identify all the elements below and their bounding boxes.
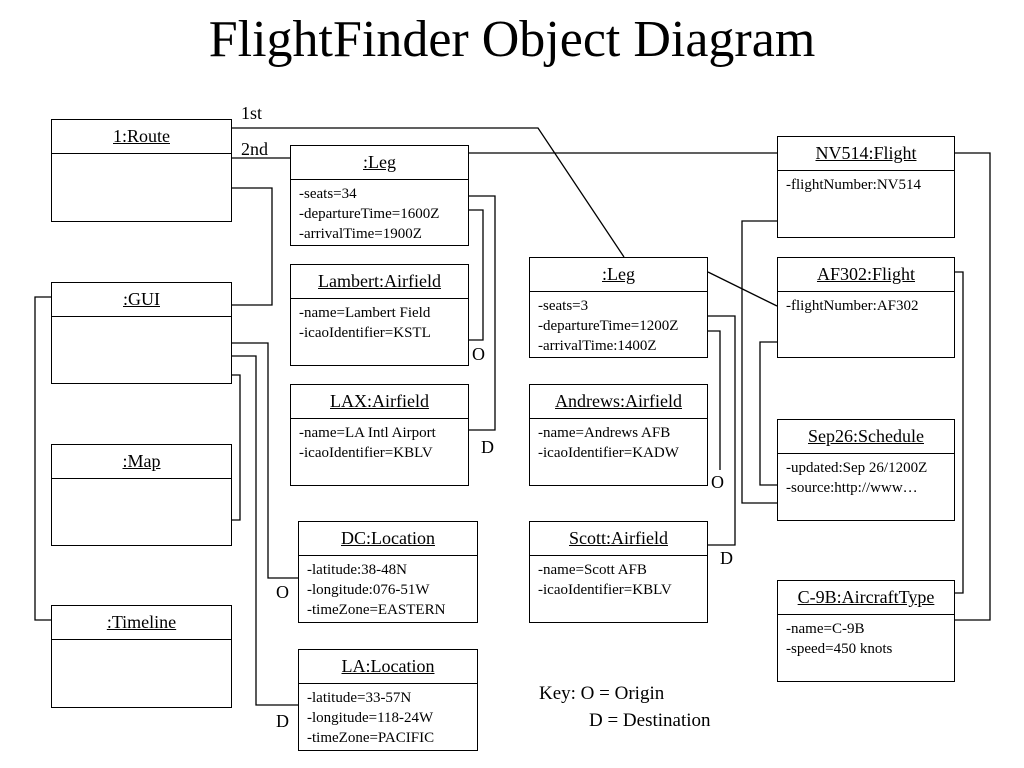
leg-2-seats: -seats=3 [538,298,589,314]
leg1-destination-label: D [481,437,494,457]
leg2-destination-label: D [720,548,733,568]
diagram-title: FlightFinder Object Diagram [208,11,816,68]
la-location-attributes: -latitude=33-57N -longitude=118-24W -tim… [299,684,477,748]
lambert-airfield-name: Lambert:Airfield [291,265,468,299]
map-object: :Map [51,444,232,546]
c9b-aircraft-type-name: C-9B:AircraftType [778,581,954,615]
dc-timezone-attr: -timeZone=EASTERN [307,602,446,618]
key-origin: Key: O = Origin [539,683,665,704]
andrews-airfield-name: Andrews:Airfield [530,385,707,419]
lambert-name-attr: -name=Lambert Field [299,305,431,321]
leg-object-1: :Leg -seats=34 -departureTime=1600Z -arr… [290,145,469,246]
timeline-object-name: :Timeline [52,606,231,640]
gui-dc-location-link [232,342,298,579]
leg1-destination-link [469,195,496,431]
route-gui-link [232,187,273,306]
af302-schedule-link [759,341,777,486]
scott-airfield-object: Scott:Airfield -name=Scott AFB -icaoIden… [529,521,708,623]
second-leg-label: 2nd [241,139,268,159]
key-destination: D = Destination [589,710,711,731]
nv514-flight-name: NV514:Flight [778,137,954,171]
dc-location-attributes: -latitude:38-48N -longitude:076-51W -tim… [299,556,477,620]
leg2-destination-link [708,315,736,546]
la-latitude-attr: -latitude=33-57N [307,690,412,706]
leg-object-2: :Leg -seats=3 -departureTime=1200Z -arri… [529,257,708,358]
sep26-schedule-attributes: -updated:Sep 26/1200Z -source:http://www… [778,454,954,498]
sep26-schedule-object: Sep26:Schedule -updated:Sep 26/1200Z -so… [777,419,955,521]
nv514-flight-object: NV514:Flight -flightNumber:NV514 [777,136,955,238]
dc-latitude-attr: -latitude:38-48N [307,562,407,578]
route-object-name: 1:Route [52,120,231,154]
leg1-origin-link [469,209,484,341]
lambert-icao-attr: -icaoIdentifier=KSTL [299,325,431,341]
nv514-aircraft-link [955,152,991,621]
nv514-schedule-link [741,220,777,504]
andrews-name-attr: -name=Andrews AFB [538,425,671,441]
route-first-leg-link [232,127,625,258]
leg-1-seats: -seats=34 [299,186,357,202]
first-leg-label: 1st [241,103,263,123]
leg-object-2-attributes: -seats=3 -departureTime=1200Z -arrivalTi… [530,292,707,356]
c9b-aircraft-type-object: C-9B:AircraftType -name=C-9B -speed=450 … [777,580,955,682]
la-timezone-attr: -timeZone=PACIFIC [307,730,435,746]
gui-object: :GUI [51,282,232,384]
lax-icao-attr: -icaoIdentifier=KBLV [299,445,433,461]
scott-airfield-attributes: -name=Scott AFB -icaoIdentifier=KBLV [530,556,707,600]
scott-airfield-name: Scott:Airfield [530,522,707,556]
lambert-airfield-attributes: -name=Lambert Field -icaoIdentifier=KSTL [291,299,468,343]
nv514-flight-number-attr: -flightNumber:NV514 [786,177,921,193]
lax-airfield-name: LAX:Airfield [291,385,468,419]
c9b-speed-attr: -speed=450 knots [786,641,893,657]
la-location-object: LA:Location -latitude=33-57N -longitude=… [298,649,478,751]
gui-timeline-link [34,296,51,621]
la-destination-label: D [276,711,289,731]
dc-location-name: DC:Location [299,522,477,556]
leg1-origin-label: O [472,344,485,364]
leg-object-1-name: :Leg [291,146,468,180]
leg-object-1-attributes: -seats=34 -departureTime=1600Z -arrivalT… [291,180,468,244]
dc-location-object: DC:Location -latitude:38-48N -longitude:… [298,521,478,623]
af302-flight-object: AF302:Flight -flightNumber:AF302 [777,257,955,358]
gui-la-location-link [232,355,298,706]
route-object: 1:Route [51,119,232,222]
andrews-icao-attr: -icaoIdentifier=KADW [538,445,679,461]
sep26-updated-attr: -updated:Sep 26/1200Z [786,460,928,476]
map-gui-link [232,374,241,521]
lax-airfield-attributes: -name=LA Intl Airport -icaoIdentifier=KB… [291,419,468,463]
la-longitude-attr: -longitude=118-24W [307,710,434,726]
scott-icao-attr: -icaoIdentifier=KBLV [538,582,672,598]
gui-object-name: :GUI [52,283,231,317]
af302-flight-attributes: -flightNumber:AF302 [778,292,954,316]
dc-longitude-attr: -longitude:076-51W [307,582,430,598]
andrews-airfield-attributes: -name=Andrews AFB -icaoIdentifier=KADW [530,419,707,463]
af302-flight-name: AF302:Flight [778,258,954,292]
c9b-aircraft-type-attributes: -name=C-9B -speed=450 knots [778,615,954,659]
leg2-origin-link [708,330,721,470]
legend-key: Key: O = Origin D = Destination [539,680,711,734]
dc-origin-label: O [276,582,289,602]
map-object-name: :Map [52,445,231,479]
leg2-origin-label: O [711,472,724,492]
sep26-source-attr: -source:http://www… [786,480,918,496]
nv514-flight-attributes: -flightNumber:NV514 [778,171,954,195]
leg-1-arrival-time: -arrivalTime=1900Z [299,226,422,242]
lax-airfield-object: LAX:Airfield -name=LA Intl Airport -icao… [290,384,469,486]
af302-aircraft-link [955,271,964,594]
timeline-object: :Timeline [51,605,232,708]
af302-flight-number-attr: -flightNumber:AF302 [786,298,919,314]
la-location-name: LA:Location [299,650,477,684]
leg-2-arrival-time: -arrivalTime:1400Z [538,338,657,354]
sep26-schedule-name: Sep26:Schedule [778,420,954,454]
scott-name-attr: -name=Scott AFB [538,562,647,578]
lambert-airfield-object: Lambert:Airfield -name=Lambert Field -ic… [290,264,469,366]
c9b-name-attr: -name=C-9B [786,621,865,637]
leg-1-departure-time: -departureTime=1600Z [299,206,440,222]
andrews-airfield-object: Andrews:Airfield -name=Andrews AFB -icao… [529,384,708,486]
leg-2-departure-time: -departureTime=1200Z [538,318,679,334]
lax-name-attr: -name=LA Intl Airport [299,425,436,441]
leg-object-2-name: :Leg [530,258,707,292]
